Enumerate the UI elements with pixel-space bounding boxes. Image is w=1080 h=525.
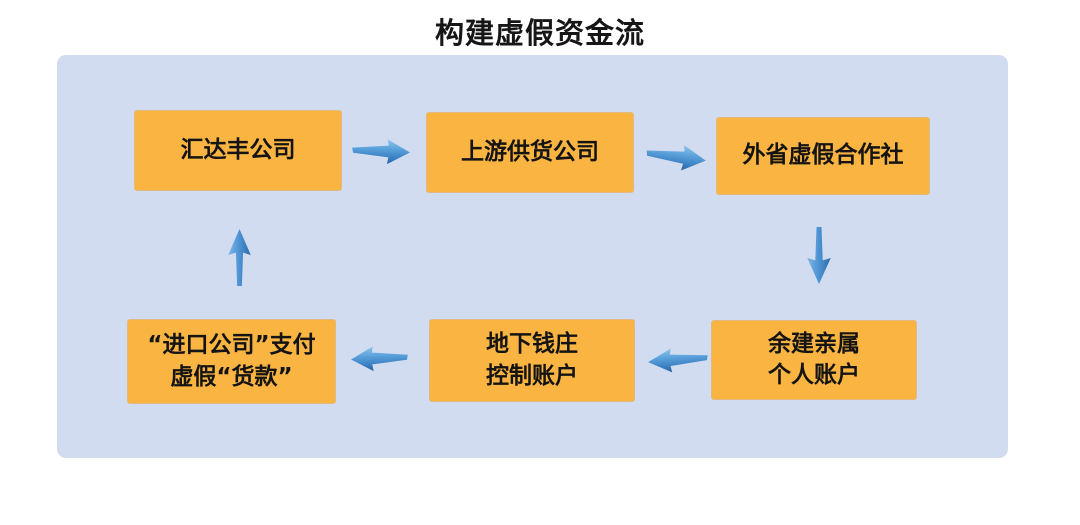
- node-label: 余建亲属: [768, 330, 860, 357]
- arrow-up-icon: [227, 229, 252, 286]
- node-upstream-supplier: 上游供货公司: [427, 113, 633, 192]
- arrow-down-icon: [806, 227, 832, 284]
- node-label: “进口公司”支付: [147, 332, 316, 359]
- node-yujian-relatives-accounts: 余建亲属 个人账户: [712, 321, 916, 399]
- node-label: 个人账户: [768, 362, 860, 388]
- node-label: 汇达丰公司: [180, 136, 296, 163]
- node-underground-bank-accounts: 地下钱庄 控制账户: [430, 320, 634, 401]
- node-label: 地下钱庄: [486, 331, 578, 358]
- arrow-left-icon: [647, 345, 709, 375]
- diagram-title: 构建虚假资金流: [434, 16, 645, 50]
- arrow-left-icon: [351, 344, 409, 373]
- node-label: 上游供货公司: [461, 138, 599, 165]
- arrow-right-icon: [352, 137, 411, 166]
- node-huidafeng-company: 汇达丰公司: [135, 111, 341, 190]
- node-label: 控制账户: [486, 362, 578, 389]
- node-import-company-payment: “进口公司”支付 虚假“货款”: [128, 320, 335, 403]
- arrow-right-icon: [645, 139, 708, 174]
- node-label: 虚假“货款”: [170, 363, 293, 390]
- node-label: 外省虚假合作社: [742, 142, 904, 169]
- node-out-province-fake-coop: 外省虚假合作社: [717, 118, 929, 194]
